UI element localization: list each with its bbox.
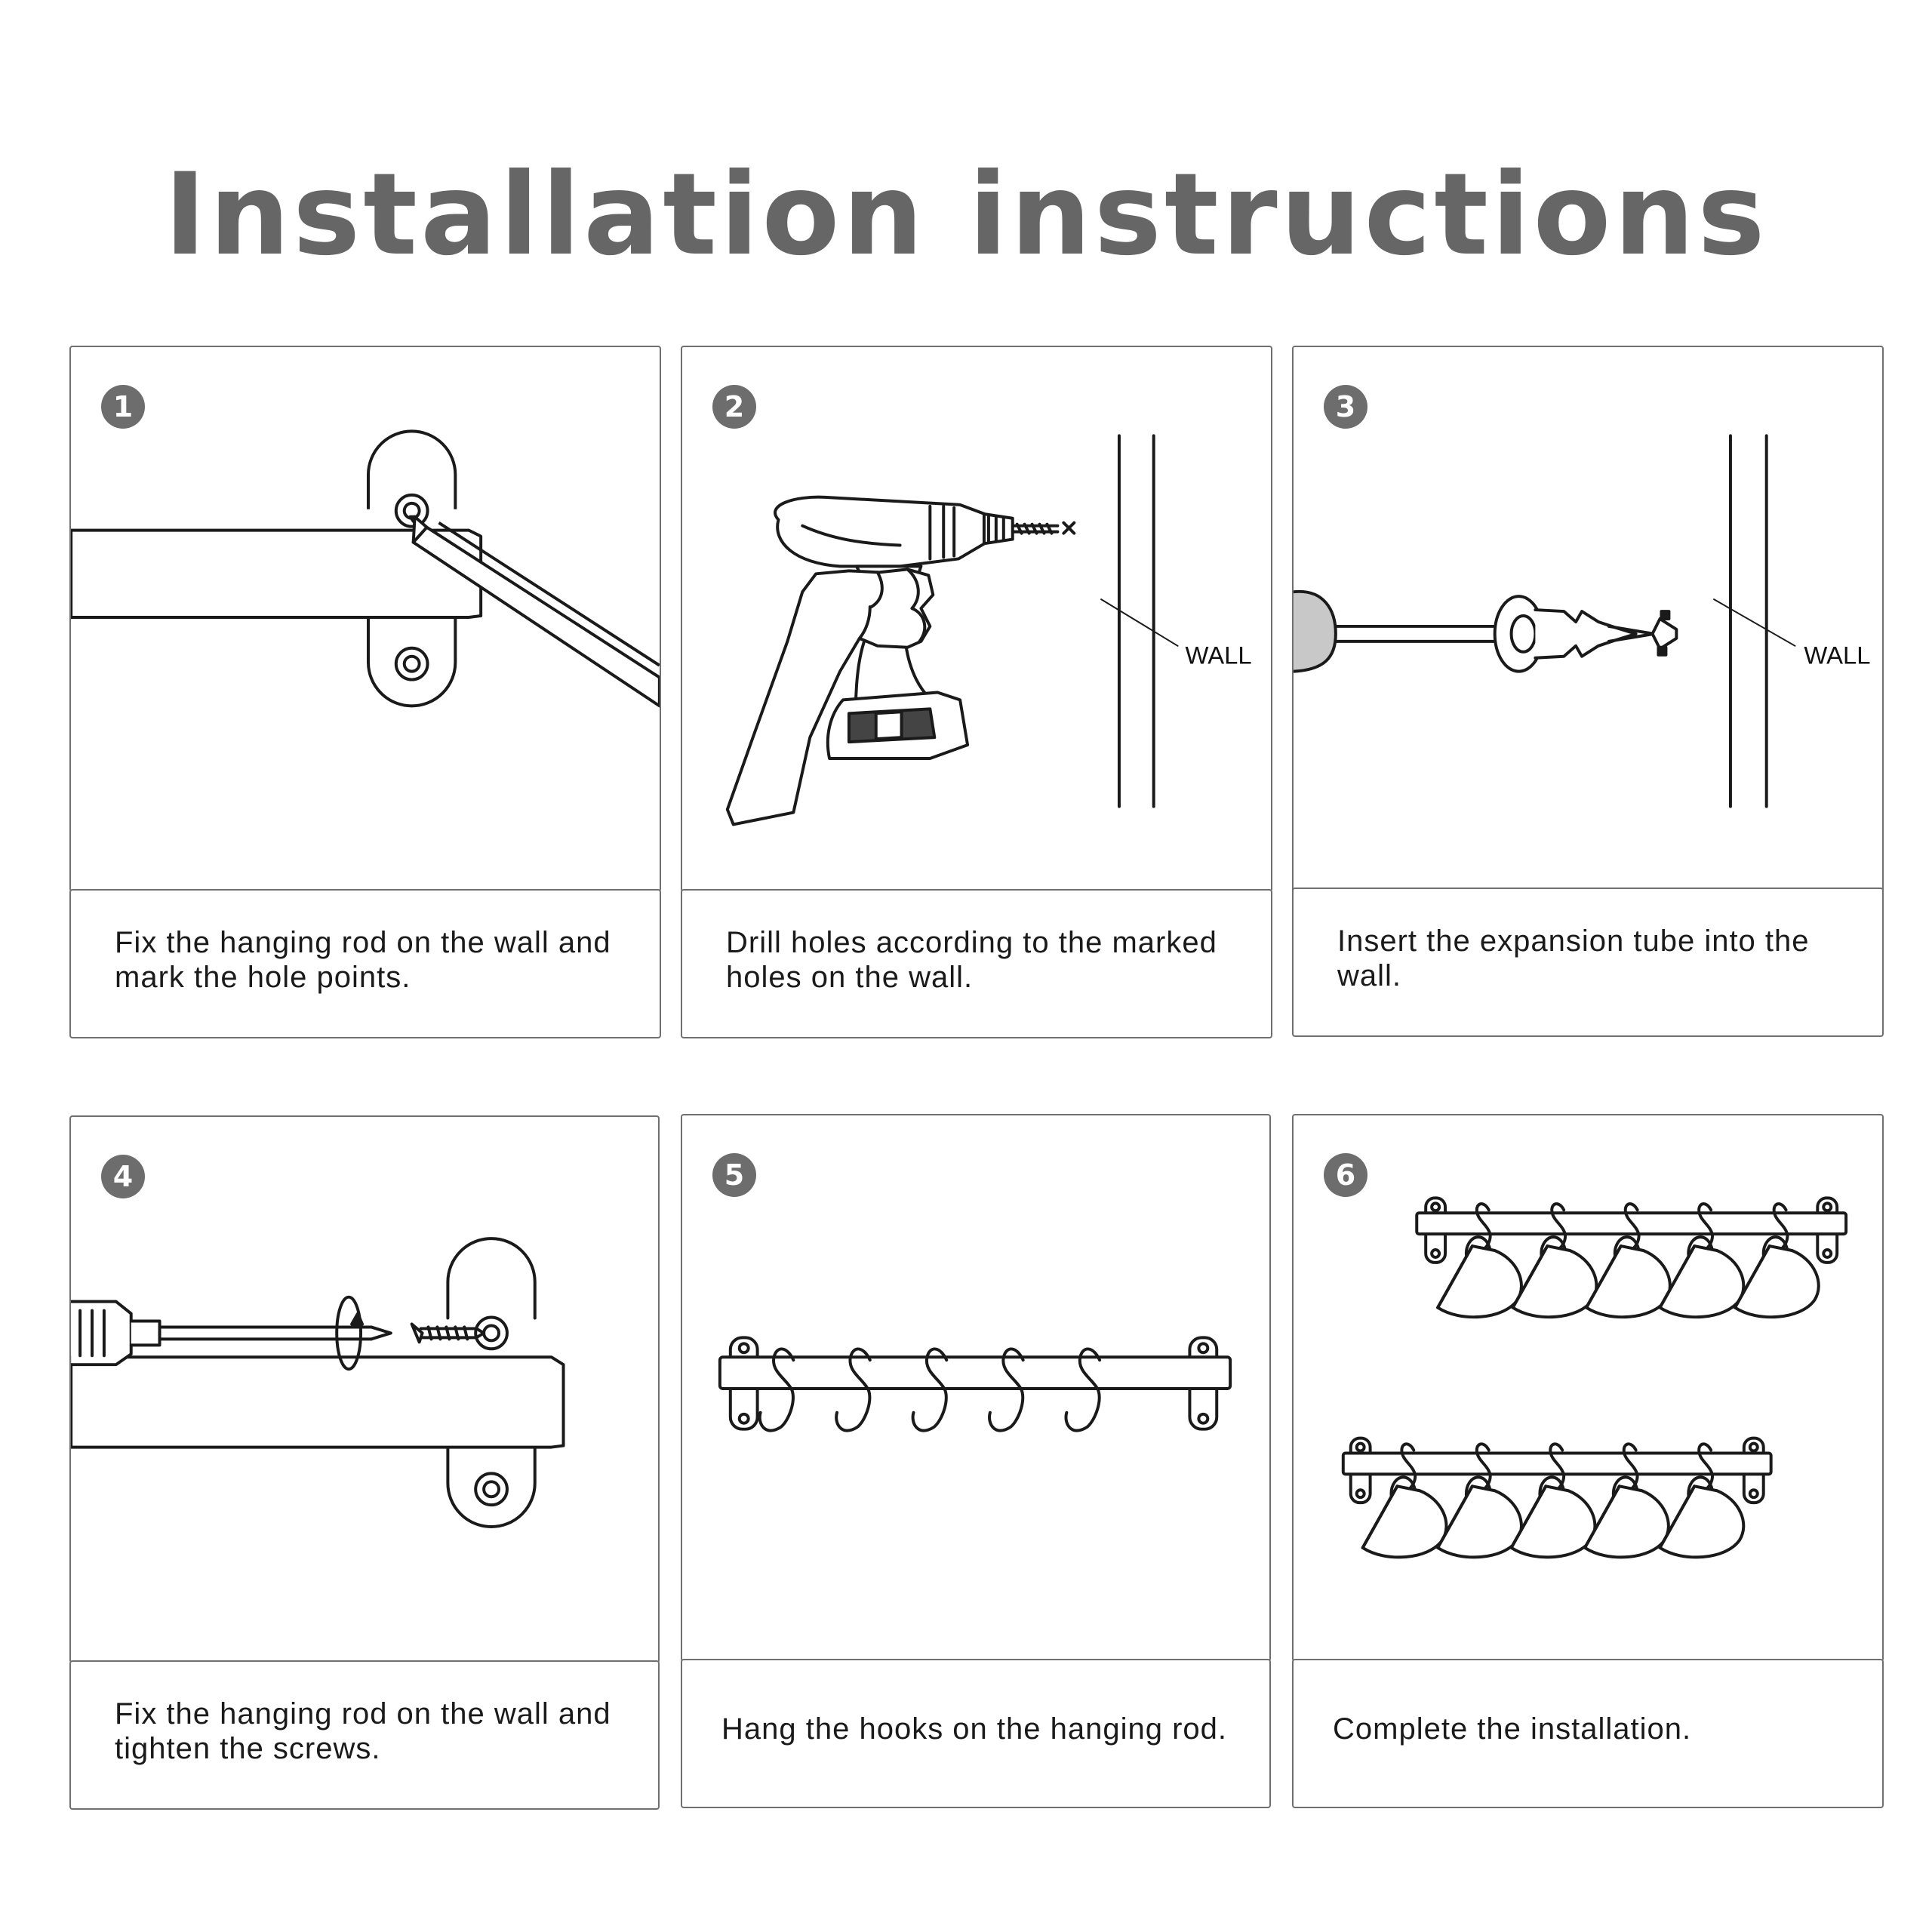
drilling-illustration: WALL xyxy=(725,434,1252,826)
step-6-caption-box: Complete the installation. xyxy=(1292,1659,1884,1808)
step-badge: 5 xyxy=(712,1153,756,1197)
step-5-panel: 5 xyxy=(681,1114,1271,1662)
step-badge: 4 xyxy=(101,1155,145,1198)
step-2-caption-box: Drill holes according to the marked hole… xyxy=(681,889,1272,1038)
screw-tightening-illustration xyxy=(71,1237,565,1528)
step-5-caption-box: Hang the hooks on the hanging rod. xyxy=(681,1659,1271,1808)
mugs-hanging-illustration xyxy=(1341,1196,1848,1559)
step-4-caption: Fix the hanging rod on the wall and tigh… xyxy=(115,1697,611,1765)
page-title: Installation instructions xyxy=(164,149,1768,281)
step-3-caption-box: Insert the expansion tube into the wall. xyxy=(1292,888,1884,1037)
step-2-caption: Drill holes according to the marked hole… xyxy=(726,926,1217,994)
step-3-panel: WALL 3 xyxy=(1292,346,1884,892)
step-4-caption-box: Fix the hanging rod on the wall and tigh… xyxy=(69,1660,660,1810)
step-5-caption: Hang the hooks on the hanging rod. xyxy=(721,1712,1228,1746)
step-1-panel: 1 xyxy=(69,346,661,892)
step-4-panel: 4 xyxy=(69,1115,660,1663)
step-1-caption-box: Fix the hanging rod on the wall and mark… xyxy=(69,889,661,1038)
step-badge: 6 xyxy=(1324,1153,1367,1197)
step-6-panel: 6 xyxy=(1292,1114,1884,1662)
step-3-caption: Insert the expansion tube into the wall. xyxy=(1337,924,1810,992)
step-badge: 1 xyxy=(101,385,145,429)
wall-label: WALL xyxy=(1804,641,1870,669)
wall-label: WALL xyxy=(1185,641,1251,669)
step-badge: 2 xyxy=(712,385,756,429)
step-badge: 3 xyxy=(1324,385,1367,429)
step-2-panel: WALL 2 xyxy=(681,346,1272,892)
rod-marking-illustration xyxy=(71,429,660,708)
step-1-caption: Fix the hanging rod on the wall and mark… xyxy=(115,926,611,994)
expansion-tube-illustration: WALL xyxy=(1294,434,1871,808)
hooks-on-rod-illustration xyxy=(718,1336,1232,1432)
step-6-caption: Complete the installation. xyxy=(1333,1712,1692,1746)
